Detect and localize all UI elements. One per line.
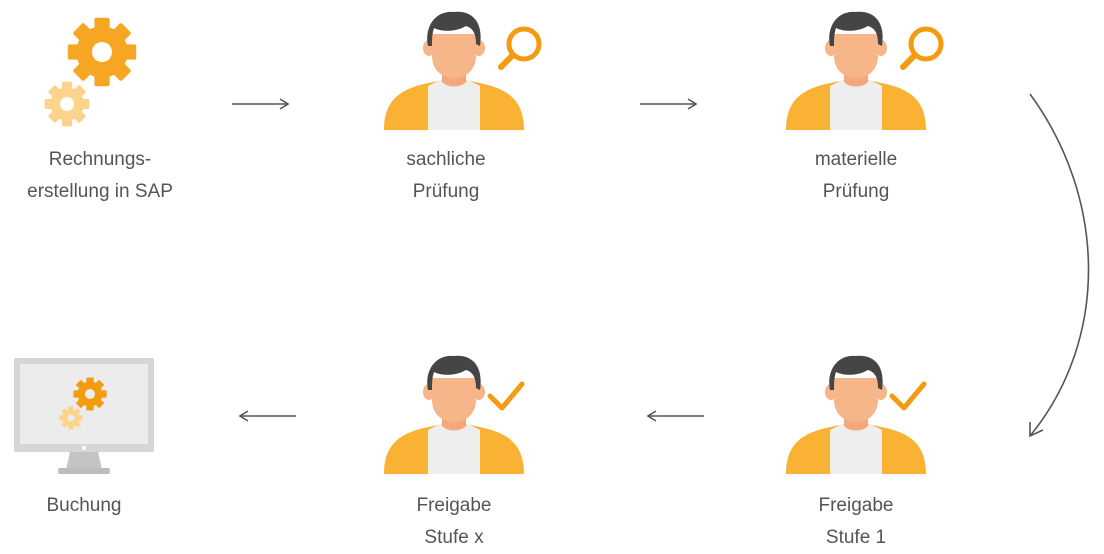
label-line-1: Freigabe <box>416 495 492 516</box>
person-magnifier-icon <box>384 11 542 131</box>
person-magnifier-icon <box>786 11 944 131</box>
label-line-1: materielle <box>814 149 898 170</box>
gears-icon <box>44 17 137 127</box>
label-line-1: Freigabe <box>818 495 894 516</box>
monitor-gears-icon <box>14 358 154 474</box>
arrow-right-icon <box>640 98 698 110</box>
label-line-2: Stufe 1 <box>825 527 887 548</box>
step-label: Buchung <box>0 490 194 522</box>
person-check-icon <box>384 355 525 474</box>
arrow-right-icon <box>232 98 290 110</box>
label-line-2: erstellung in SAP <box>27 181 173 202</box>
step-label: sachliche Prüfung <box>336 144 556 208</box>
step-label: Rechnungs- erstellung in SAP <box>0 144 210 208</box>
label-line-2: Prüfung <box>412 181 480 202</box>
label-line-2: Prüfung <box>822 181 890 202</box>
label-line-2: Stufe x <box>424 527 484 548</box>
arrow-left-icon <box>646 410 704 422</box>
step-label: Freigabe Stufe 1 <box>746 490 966 554</box>
label-line-1: Rechnungs- <box>48 149 152 170</box>
step-label: Freigabe Stufe x <box>344 490 564 554</box>
curved-arrow-down-icon <box>1029 93 1090 438</box>
arrow-left-icon <box>238 410 296 422</box>
step-label: materielle Prüfung <box>746 144 966 208</box>
person-check-icon <box>786 355 927 474</box>
label-line-1: Buchung <box>46 495 122 516</box>
label-line-1: sachliche <box>406 149 486 170</box>
